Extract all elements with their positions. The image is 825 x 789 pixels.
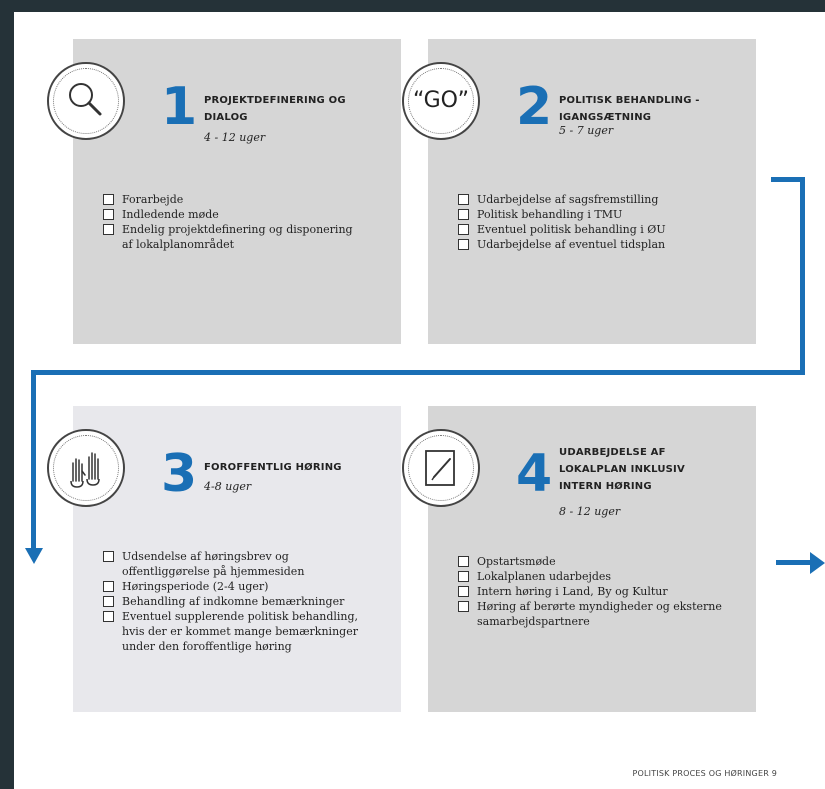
arrow-right-icon bbox=[810, 552, 825, 574]
checkbox[interactable] bbox=[458, 556, 469, 567]
connector-line bbox=[776, 560, 812, 565]
connector-line bbox=[800, 177, 805, 375]
checkbox[interactable] bbox=[458, 586, 469, 597]
step-1-title: PROJEKTDEFINERING OG DIALOG bbox=[204, 95, 346, 123]
checkbox[interactable] bbox=[103, 596, 114, 607]
checklist-item: Lokalplanen udarbejdes bbox=[458, 569, 728, 584]
checkbox[interactable] bbox=[103, 224, 114, 235]
checklist-item: Opstartsmøde bbox=[458, 554, 728, 569]
checklist-item: Udarbejdelse af sagsfremstilling bbox=[458, 192, 728, 207]
connector-line bbox=[31, 370, 805, 375]
step-3-title: FOROFFENTLIG HØRING bbox=[204, 462, 342, 473]
checklist-item: Høringsperiode (2-4 uger) bbox=[103, 579, 373, 594]
step-1-card: 1 PROJEKTDEFINERING OG DIALOG 4 - 12 uge… bbox=[47, 39, 401, 344]
go-speech-icon: “GO” bbox=[402, 62, 480, 140]
magnifier-icon bbox=[47, 62, 125, 140]
checklist-item: Behandling af indkomne bemærkninger bbox=[103, 594, 373, 609]
connector-line bbox=[31, 370, 36, 550]
checklist-item: Høring af berørte myndigheder og ekstern… bbox=[458, 599, 728, 629]
checklist-item: Endelig projektdefinering og disponering… bbox=[103, 222, 353, 252]
step-3-duration: 4-8 uger bbox=[204, 480, 252, 493]
checkbox[interactable] bbox=[458, 601, 469, 612]
step-2-duration: 5 - 7 uger bbox=[559, 124, 614, 137]
checklist-item: Eventuel supplerende politisk behandling… bbox=[103, 609, 373, 654]
checklist-item: Eventuel politisk behandling i ØU bbox=[458, 222, 728, 237]
connector-line bbox=[771, 177, 805, 182]
step-3-checklist: Udsendelse af høringsbrev og offentliggø… bbox=[103, 549, 373, 654]
checkbox[interactable] bbox=[458, 239, 469, 250]
step-2-title: POLITISK BEHANDLING - IGANGSÆTNING bbox=[559, 95, 700, 123]
checkbox[interactable] bbox=[458, 194, 469, 205]
step-4-duration: 8 - 12 uger bbox=[559, 505, 621, 518]
checkbox[interactable] bbox=[103, 581, 114, 592]
checklist-item: Udarbejdelse af eventuel tidsplan bbox=[458, 237, 728, 252]
checkbox[interactable] bbox=[103, 194, 114, 205]
step-1-duration: 4 - 12 uger bbox=[204, 131, 266, 144]
checklist-item: Udsendelse af høringsbrev og offentliggø… bbox=[103, 549, 373, 579]
checklist-item: Indledende møde bbox=[103, 207, 353, 222]
step-3-number: 3 bbox=[161, 444, 198, 504]
step-4-title: UDARBEJDELSE AF LOKALPLAN INKLUSIV INTER… bbox=[559, 447, 685, 492]
step-1-number: 1 bbox=[161, 77, 198, 137]
page-footer: POLITISK PROCES OG HØRINGER 9 bbox=[632, 769, 777, 778]
arrow-down-icon bbox=[25, 548, 43, 564]
checkbox[interactable] bbox=[458, 209, 469, 220]
raised-hands-icon bbox=[47, 429, 125, 507]
checkbox[interactable] bbox=[458, 571, 469, 582]
step-4-card: 4 UDARBEJDELSE AF LOKALPLAN INKLUSIV INT… bbox=[402, 406, 756, 712]
checklist-item: Intern høring i Land, By og Kultur bbox=[458, 584, 728, 599]
step-4-checklist: Opstartsmøde Lokalplanen udarbejdes Inte… bbox=[458, 554, 728, 629]
document-page: 1 PROJEKTDEFINERING OG DIALOG 4 - 12 uge… bbox=[14, 12, 825, 789]
checkbox[interactable] bbox=[103, 209, 114, 220]
go-label: “GO” bbox=[413, 88, 469, 113]
step-4-number: 4 bbox=[516, 444, 553, 504]
checkbox[interactable] bbox=[103, 611, 114, 622]
step-2-checklist: Udarbejdelse af sagsfremstilling Politis… bbox=[458, 192, 728, 252]
step-2-card: “GO” 2 POLITISK BEHANDLING - IGANGSÆTNIN… bbox=[402, 39, 756, 344]
step-3-card: 3 FOROFFENTLIG HØRING 4-8 uger Udsendels… bbox=[47, 406, 401, 712]
checkbox[interactable] bbox=[103, 551, 114, 562]
checkbox[interactable] bbox=[458, 224, 469, 235]
document-pen-icon bbox=[402, 429, 480, 507]
step-1-checklist: Forarbejde Indledende møde Endelig proje… bbox=[103, 192, 353, 252]
checklist-item: Forarbejde bbox=[103, 192, 353, 207]
step-2-number: 2 bbox=[516, 77, 553, 137]
checklist-item: Politisk behandling i TMU bbox=[458, 207, 728, 222]
